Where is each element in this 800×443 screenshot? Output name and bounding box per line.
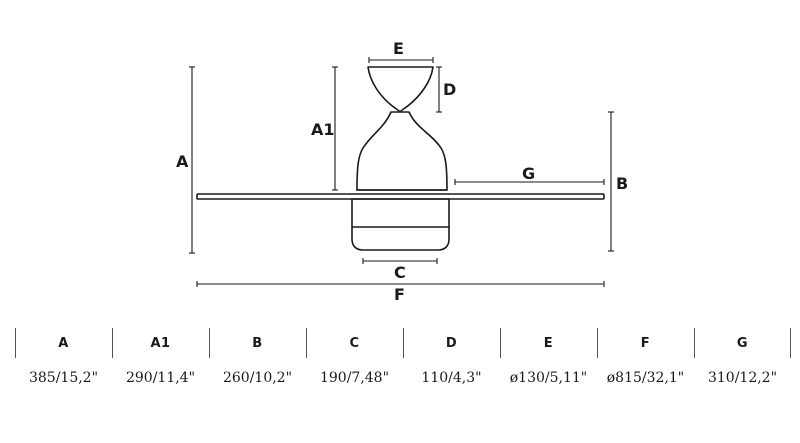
spec-header: E (543, 336, 554, 351)
spec-column-b: B 260/10,2" (209, 328, 306, 408)
spec-column-e: E ø130/5,11" (500, 328, 597, 408)
spec-column-a1: A1 290/11,4" (112, 328, 209, 408)
spec-column-a: A 385/15,2" (15, 328, 112, 408)
table-separator (597, 328, 598, 358)
spec-column-c: C 190/7,48" (306, 328, 403, 408)
dimension-label-a1: A1 (311, 120, 335, 139)
dimension-label-e: E (393, 39, 404, 58)
dimension-label-c: C (394, 263, 406, 282)
table-separator (694, 328, 695, 358)
spec-value: ø130/5,11" (509, 370, 588, 386)
spec-value: ø815/32,1" (606, 370, 685, 386)
dimension-label-f: F (394, 285, 405, 304)
table-separator (15, 328, 16, 358)
dimension-label-b: B (616, 174, 628, 193)
table-separator (500, 328, 501, 358)
spec-header: D (445, 336, 458, 351)
spec-header: F (640, 336, 651, 351)
table-separator (209, 328, 210, 358)
spec-value: 260/10,2" (222, 370, 293, 386)
dimension-label-d: D (443, 80, 456, 99)
spec-value: 190/7,48" (319, 370, 390, 386)
spec-header: A1 (150, 336, 171, 351)
spec-column-g: G 310/12,2" (694, 328, 791, 408)
spec-value: 290/11,4" (125, 370, 196, 386)
spec-header: A (58, 336, 69, 351)
dimension-label-g: G (522, 164, 535, 183)
spec-value: 110/4,3" (421, 370, 482, 386)
fan-neck (356, 111, 448, 191)
table-separator (112, 328, 113, 358)
spec-value: 310/12,2" (707, 370, 778, 386)
table-separator (790, 328, 791, 358)
table-separator (403, 328, 404, 358)
table-separator (306, 328, 307, 358)
dimension-spec-table: A 385/15,2" A1 290/11,4" B 260/10,2" C 1… (15, 328, 791, 408)
fan-canopy (367, 66, 434, 113)
spec-header: B (252, 336, 263, 351)
fan-light-bowl (351, 198, 450, 251)
spec-value: 385/15,2" (28, 370, 99, 386)
spec-header: G (736, 336, 749, 351)
spec-header: C (349, 336, 360, 351)
spec-column-f: F ø815/32,1" (597, 328, 694, 408)
spec-column-d: D 110/4,3" (403, 328, 500, 408)
dimension-label-a: A (176, 152, 189, 171)
